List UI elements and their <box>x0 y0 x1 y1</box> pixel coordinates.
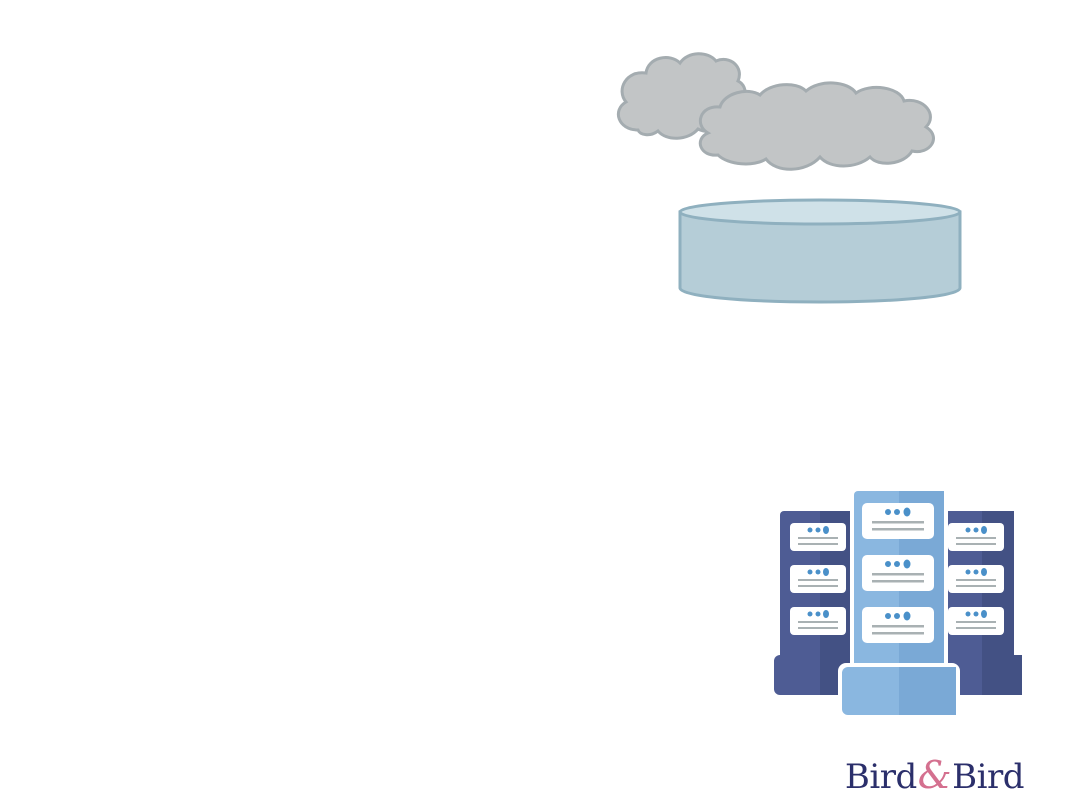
server-rack-icon <box>774 488 1022 717</box>
cylinder-body <box>678 210 962 304</box>
logo-word-right: Bird <box>952 757 1024 797</box>
server-panels-right <box>948 523 1004 635</box>
cloud-icon <box>616 52 935 171</box>
cloud-large <box>698 81 935 171</box>
brand-logo: Bird&Bird <box>844 752 1025 798</box>
cylinder-top <box>678 198 962 226</box>
logo-ampersand: & <box>917 753 952 797</box>
server-panels-left <box>790 523 846 635</box>
server-panels-center <box>862 503 934 643</box>
logo-word-left: Bird <box>844 757 917 797</box>
database-cylinder-icon <box>678 198 962 304</box>
